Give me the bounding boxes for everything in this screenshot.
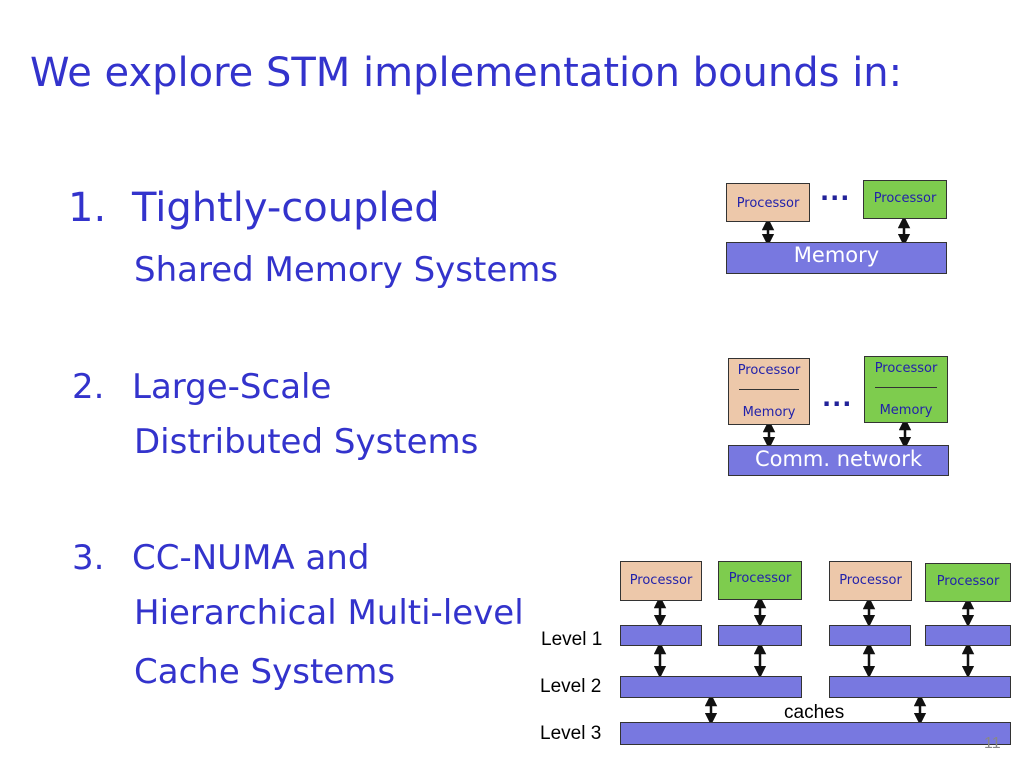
d3-level2-label: Level 2 <box>540 676 602 697</box>
d3-processor-2: Processor <box>718 561 802 600</box>
d3-l3-cache <box>620 722 1011 745</box>
d3-level3-label: Level 3 <box>540 723 602 744</box>
d2-ellipsis: ... <box>822 384 853 412</box>
d1-memory-bar: Memory <box>726 242 947 274</box>
d3-level1-label: Level 1 <box>541 629 603 650</box>
item-3-line3: Cache Systems <box>134 652 396 692</box>
d2-node-1-processor: Processor <box>737 363 801 378</box>
d3-l2-cache-1 <box>620 676 802 698</box>
d1-memory-label: Memory <box>793 243 880 267</box>
d3-l1-cache-1 <box>620 625 702 646</box>
item-1-line1: Tightly-coupled <box>132 185 440 231</box>
item-2-line1: Large-Scale <box>132 367 332 407</box>
d1-ellipsis: ... <box>820 178 851 206</box>
slide-title: We explore STM implementation bounds in: <box>30 50 903 96</box>
d2-network-bar: Comm. network <box>728 445 949 476</box>
d2-node-1-memory: Memory <box>742 405 796 420</box>
d3-processor-3: Processor <box>829 561 912 601</box>
d2-network-label: Comm. network <box>754 447 923 471</box>
item-1-number: 1. <box>68 185 107 231</box>
d3-l2-cache-2 <box>829 676 1011 698</box>
d1-processor-1: Processor <box>726 183 810 222</box>
d2-node-2-memory: Memory <box>879 403 933 418</box>
d3-processor-1: Processor <box>620 561 702 601</box>
d3-l1-cache-4 <box>925 625 1011 646</box>
d2-node-2: Processor Memory <box>864 356 948 423</box>
item-3-line1: CC-NUMA and <box>132 538 370 578</box>
item-3-number: 3. <box>72 538 105 578</box>
d2-node-2-divider <box>875 387 937 388</box>
page-number: 11 <box>984 735 1001 752</box>
item-2-line2: Distributed Systems <box>134 422 479 462</box>
d1-processor-2: Processor <box>863 180 947 219</box>
d2-node-1-divider <box>739 389 799 390</box>
d3-caches-label: caches <box>784 702 845 723</box>
d3-l1-cache-2 <box>718 625 802 646</box>
d2-node-1: Processor Memory <box>728 358 810 425</box>
item-1-line2: Shared Memory Systems <box>134 250 559 290</box>
d3-processor-4: Processor <box>925 563 1011 602</box>
item-2-number: 2. <box>72 367 105 407</box>
item-3-line2: Hierarchical Multi-level <box>134 593 524 633</box>
d3-l1-cache-3 <box>829 625 911 646</box>
d2-node-2-processor: Processor <box>874 361 938 376</box>
